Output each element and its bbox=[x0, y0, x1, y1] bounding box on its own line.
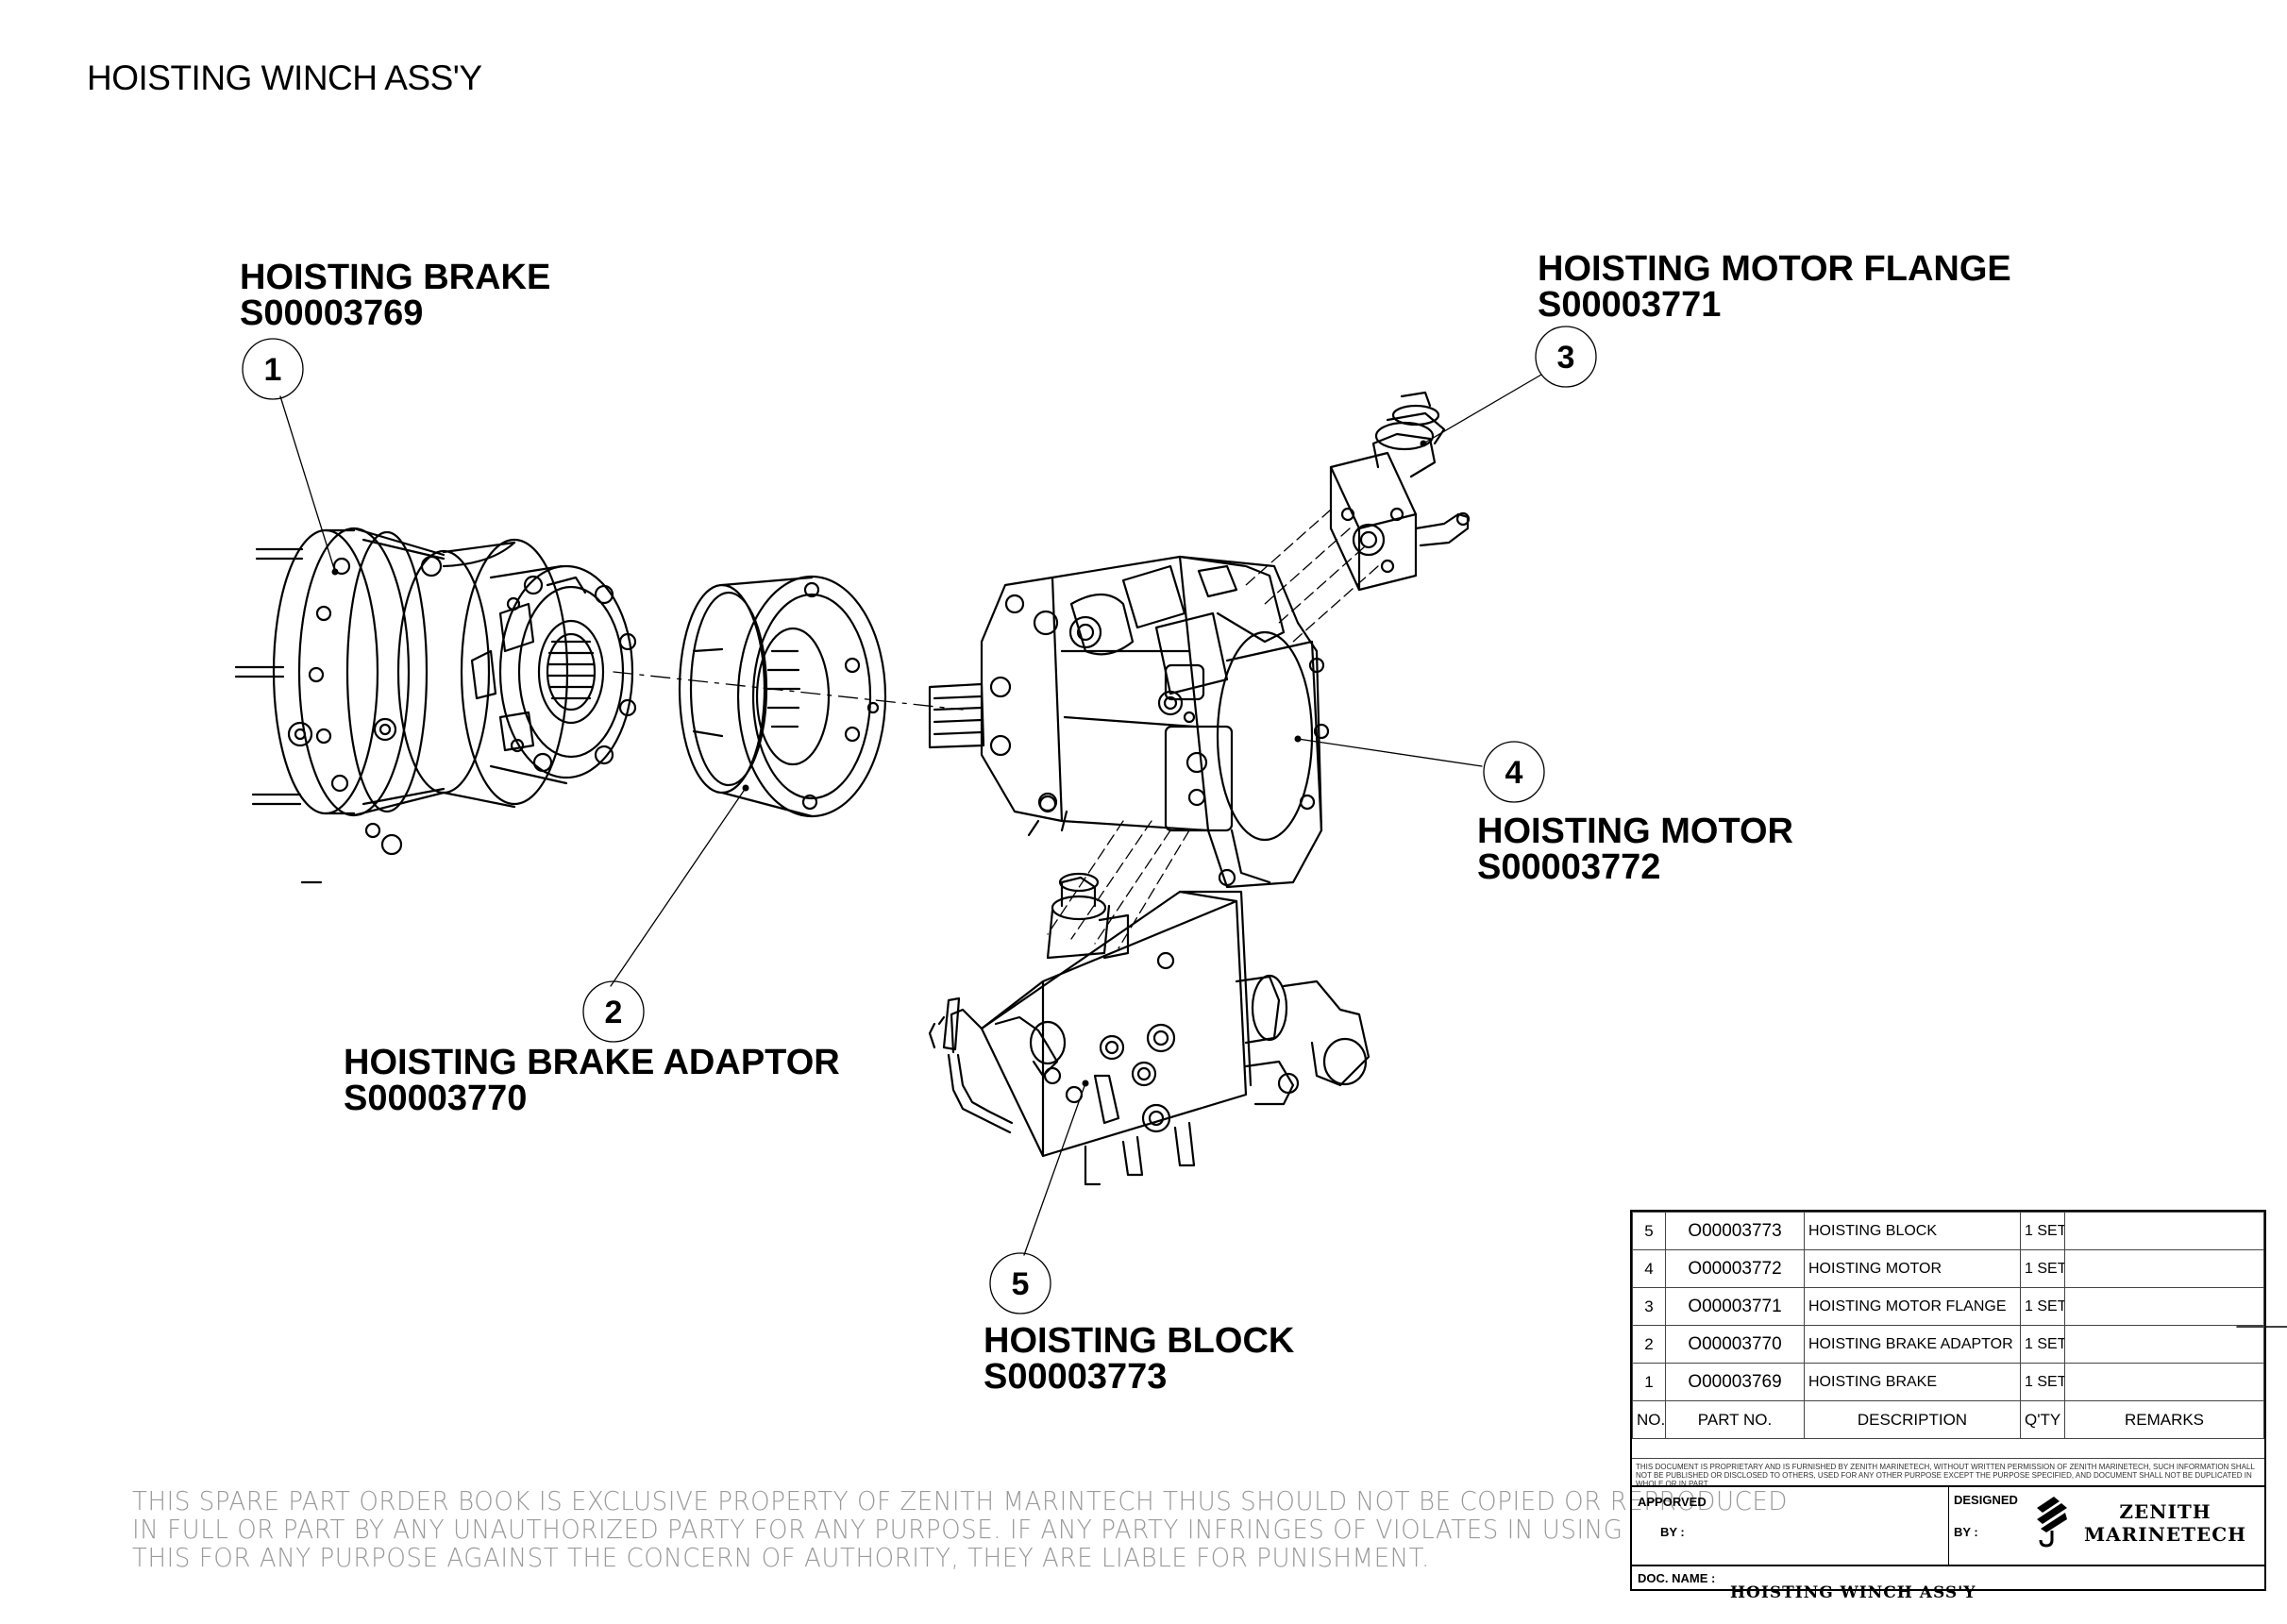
cell-remarks bbox=[2064, 1287, 2264, 1326]
callout-number-3: 3 bbox=[1557, 340, 1575, 376]
header-no: NO. bbox=[1632, 1400, 1666, 1439]
company-logo-icon bbox=[2037, 1497, 2067, 1548]
callout-label-5: HOISTING BLOCK S00003773 bbox=[984, 1323, 1294, 1395]
part-code: S00003770 bbox=[344, 1079, 528, 1118]
hoisting-brake-part bbox=[234, 527, 637, 884]
company-name-line-2: MARINETECH bbox=[2083, 1523, 2247, 1546]
parts-list-table: 5 O00003773 HOISTING BLOCK 1 SET 4 O0000… bbox=[1632, 1212, 2264, 1439]
cell-part-no: O00003771 bbox=[1665, 1287, 1805, 1326]
header-qty: Q'TY bbox=[2020, 1400, 2065, 1439]
header-description: DESCRIPTION bbox=[1804, 1400, 2021, 1439]
cell-qty: 1 SET bbox=[2020, 1249, 2065, 1288]
cell-no: 1 bbox=[1632, 1363, 1666, 1401]
company-name-line-1: ZENITH bbox=[2119, 1500, 2211, 1523]
hoisting-motor-part bbox=[928, 555, 1330, 889]
title-block: 5 O00003773 HOISTING BLOCK 1 SET 4 O0000… bbox=[1630, 1210, 2266, 1602]
callout-number-4: 4 bbox=[1505, 755, 1523, 791]
cell-remarks bbox=[2064, 1325, 2264, 1364]
part-code: S00003773 bbox=[984, 1357, 1168, 1397]
cell-part-no: O00003773 bbox=[1665, 1212, 1805, 1250]
disclaimer-line-2: IN FULL OR PART BY ANY UNAUTHORIZED PART… bbox=[132, 1514, 1623, 1545]
hoisting-motor-flange-part bbox=[1329, 391, 1471, 592]
cell-qty: 1 SET bbox=[2020, 1325, 2065, 1364]
part-code: S00003772 bbox=[1477, 847, 1661, 887]
cell-remarks bbox=[2064, 1212, 2264, 1250]
copyright-disclaimer: THIS SPARE PART ORDER BOOK IS EXCLUSIVE … bbox=[132, 1487, 1788, 1572]
designed-by-label: BY : bbox=[1954, 1525, 1978, 1539]
doc-name: HOISTING WINCH ASS'Y bbox=[1730, 1583, 1976, 1602]
signature-row: APPORVED BY : DESIGNED BY : ZENITH MARIN… bbox=[1632, 1487, 2264, 1566]
cell-no: 5 bbox=[1632, 1212, 1666, 1250]
part-code: S00003769 bbox=[240, 293, 424, 333]
cell-description: HOISTING MOTOR bbox=[1804, 1249, 2021, 1288]
part-name: HOISTING BRAKE ADAPTOR bbox=[344, 1043, 840, 1082]
approved-by-label: BY : bbox=[1660, 1525, 1685, 1539]
callout-number-5: 5 bbox=[1012, 1266, 1030, 1302]
cell-qty: 1 SET bbox=[2020, 1363, 2065, 1401]
callout-label-4: HOISTING MOTOR S00003772 bbox=[1477, 813, 1793, 885]
cell-remarks bbox=[2064, 1363, 2264, 1401]
cell-description: HOISTING BLOCK bbox=[1804, 1212, 2021, 1250]
cell-qty: 1 SET bbox=[2020, 1212, 2065, 1250]
part-name: HOISTING MOTOR bbox=[1477, 812, 1793, 851]
table-header-row: NO. PART NO. DESCRIPTION Q'TY REMARKS bbox=[1632, 1400, 2264, 1439]
cell-qty: 1 SET bbox=[2020, 1287, 2065, 1326]
table-row: 5 O00003773 HOISTING BLOCK 1 SET bbox=[1632, 1212, 2264, 1250]
disclaimer-line-1: THIS SPARE PART ORDER BOOK IS EXCLUSIVE … bbox=[132, 1485, 1788, 1516]
hoisting-brake-adaptor-part bbox=[678, 575, 887, 818]
cell-description: HOISTING MOTOR FLANGE bbox=[1804, 1287, 2021, 1326]
cell-no: 4 bbox=[1632, 1249, 1666, 1288]
table-row: 2 O00003770 HOISTING BRAKE ADAPTOR 1 SET bbox=[1632, 1325, 2264, 1364]
cell-no: 2 bbox=[1632, 1325, 1666, 1364]
table-row: 3 O00003771 HOISTING MOTOR FLANGE 1 SET bbox=[1632, 1287, 2264, 1326]
doc-name-label: DOC. NAME : bbox=[1638, 1571, 1716, 1585]
company-name: ZENITH MARINETECH bbox=[2076, 1500, 2255, 1546]
designed-label: DESIGNED bbox=[1954, 1493, 2018, 1507]
proprietary-notice: THIS DOCUMENT IS PROPRIETARY AND IS FURN… bbox=[1632, 1459, 2264, 1487]
part-code: S00003771 bbox=[1538, 285, 1722, 325]
callout-label-3: HOISTING MOTOR FLANGE S00003771 bbox=[1538, 251, 2011, 323]
cell-part-no: O00003770 bbox=[1665, 1325, 1805, 1364]
header-part-no: PART NO. bbox=[1665, 1400, 1805, 1439]
table-row: 4 O00003772 HOISTING MOTOR 1 SET bbox=[1632, 1249, 2264, 1288]
cell-no: 3 bbox=[1632, 1287, 1666, 1326]
header-remarks: REMARKS bbox=[2064, 1400, 2264, 1439]
cell-description: HOISTING BRAKE ADAPTOR bbox=[1804, 1325, 2021, 1364]
callout-number-1: 1 bbox=[264, 352, 282, 388]
cell-part-no: O00003772 bbox=[1665, 1249, 1805, 1288]
part-name: HOISTING MOTOR FLANGE bbox=[1538, 249, 2011, 289]
approved-label: APPORVED bbox=[1638, 1495, 1707, 1509]
table-row: 1 O00003769 HOISTING BRAKE 1 SET bbox=[1632, 1363, 2264, 1401]
cell-remarks bbox=[2064, 1249, 2264, 1288]
cell-part-no: O00003769 bbox=[1665, 1363, 1805, 1401]
sheet-title: HOISTING WINCH ASS'Y bbox=[87, 59, 482, 97]
callout-number-2: 2 bbox=[605, 995, 623, 1030]
disclaimer-line-3: THIS FOR ANY PURPOSE AGAINST THE CONCERN… bbox=[132, 1542, 1430, 1573]
cell-description: HOISTING BRAKE bbox=[1804, 1363, 2021, 1401]
callout-label-2: HOISTING BRAKE ADAPTOR S00003770 bbox=[344, 1045, 840, 1116]
part-name: HOISTING BLOCK bbox=[984, 1321, 1295, 1361]
callout-label-1: HOISTING BRAKE S00003769 bbox=[240, 260, 550, 331]
hoisting-block-part bbox=[928, 872, 1371, 1186]
part-name: HOISTING BRAKE bbox=[240, 258, 551, 297]
document-name-row: DOC. NAME : HOISTING WINCH ASS'Y bbox=[1632, 1566, 2264, 1608]
